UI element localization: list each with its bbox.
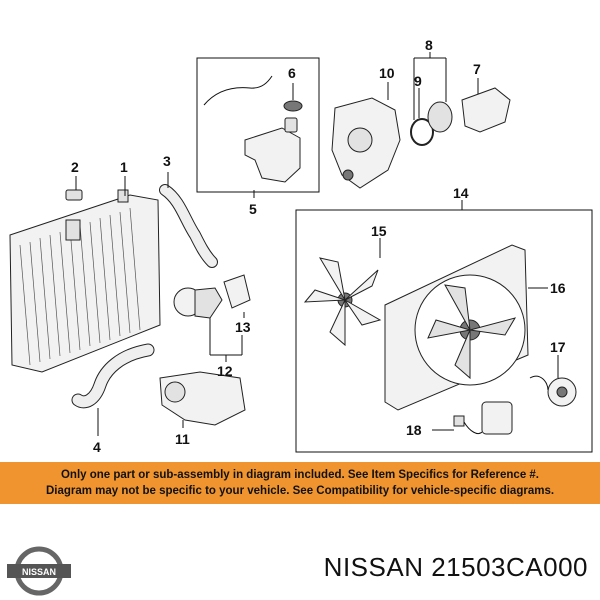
water-pump	[173, 287, 223, 319]
callout-11: 11	[175, 431, 190, 447]
callout-2: 2	[71, 159, 79, 175]
notice-banner: Only one part or sub-assembly in diagram…	[0, 462, 600, 504]
fan-shroud	[384, 244, 529, 411]
radiator-cap	[65, 189, 83, 201]
fan-motor	[529, 375, 577, 407]
notice-line-2: Diagram may not be specific to your vehi…	[45, 485, 555, 497]
callout-14: 14	[453, 185, 469, 201]
part-number: NISSAN 21503CA000	[323, 552, 588, 582]
callout-16: 16	[550, 280, 566, 296]
callout-17: 17	[550, 339, 566, 355]
callout-4: 4	[93, 439, 101, 455]
notice-line-1: Only one part or sub-assembly in diagram…	[60, 469, 540, 481]
parts-diagram: 1 2 3 4 5 6 7 8 9 10 11 12 13 14 15 16 1…	[9, 37, 593, 455]
water-inlet	[159, 371, 246, 426]
thermostat-housing	[461, 87, 511, 133]
radiator	[9, 189, 161, 373]
nissan-logo-icon: NISSAN	[7, 546, 71, 596]
callout-1: 1	[120, 159, 128, 175]
thermostat-gasket	[410, 118, 434, 146]
water-pump-gasket	[223, 274, 251, 309]
callout-9: 9	[414, 73, 422, 89]
fan-assembly-group-box	[295, 209, 593, 453]
callout-5: 5	[249, 201, 257, 217]
callout-6: 6	[288, 65, 296, 81]
fan-resistor	[453, 401, 513, 435]
reservoir-cap	[283, 100, 303, 112]
callout-7: 7	[473, 61, 481, 77]
callout-18: 18	[406, 422, 422, 438]
coolant-reservoir	[203, 75, 301, 183]
reservoir-group-box	[196, 57, 320, 193]
fan-blade	[303, 257, 382, 347]
logo-wordmark: NISSAN	[22, 567, 56, 577]
callout-8: 8	[425, 37, 433, 53]
callout-13: 13	[235, 319, 251, 335]
callout-10: 10	[379, 65, 395, 81]
water-outlet-housing	[331, 97, 401, 189]
thermostat	[427, 101, 453, 133]
leader-lines	[75, 52, 559, 436]
callout-12: 12	[217, 363, 233, 379]
callout-15: 15	[371, 223, 387, 239]
callout-3: 3	[163, 153, 171, 169]
